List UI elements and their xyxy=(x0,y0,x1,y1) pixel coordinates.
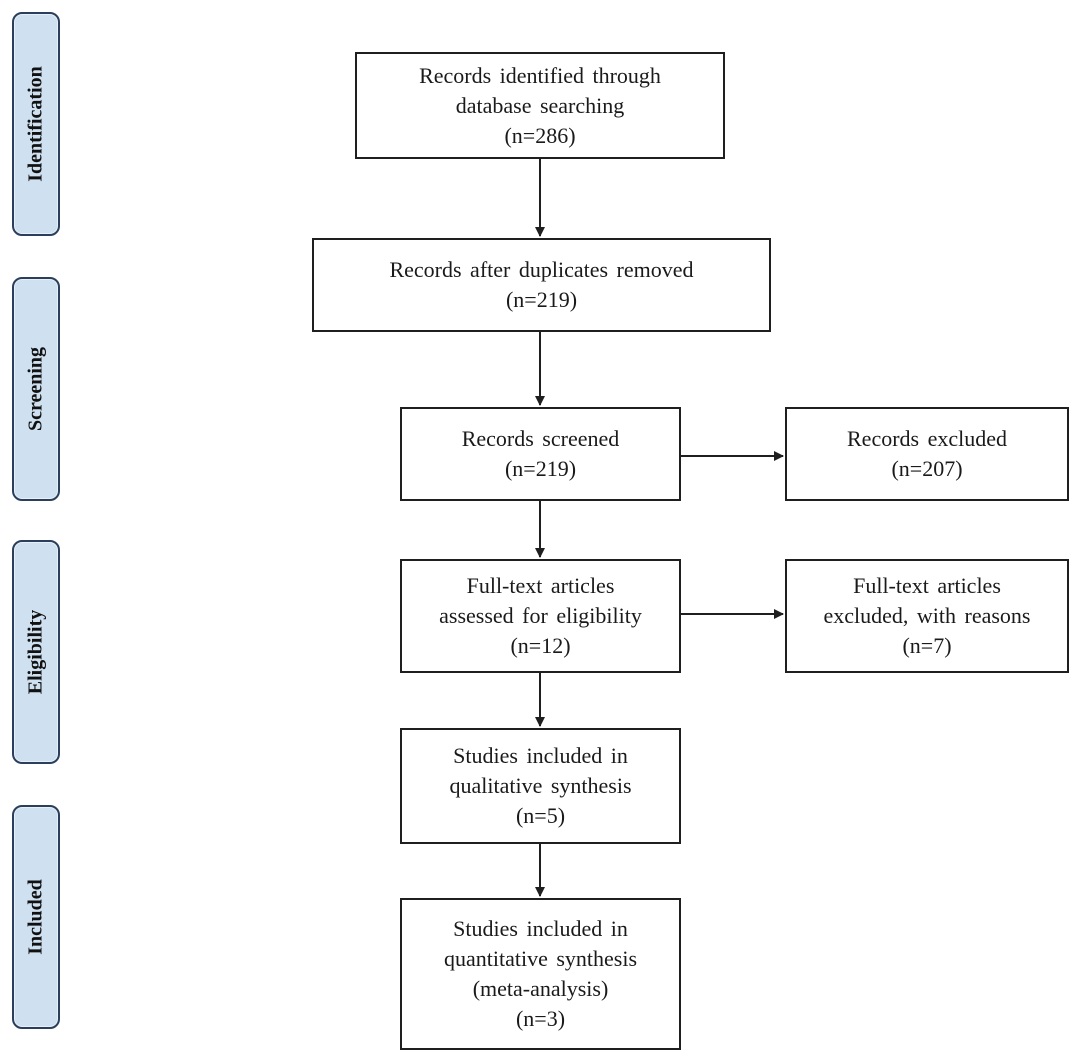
box-fulltext-assessed-line1: Full-text articles xyxy=(466,573,615,598)
box-records-screened-count: (n=219) xyxy=(504,456,577,481)
box-records-excluded: Records excluded (n=207) xyxy=(785,407,1069,501)
box-quantitative-synthesis-line3: (meta-analysis) xyxy=(472,976,609,1001)
phase-screening-label: Screening xyxy=(24,346,47,432)
phase-eligibility-label: Eligibility xyxy=(24,609,47,695)
box-records-identified: Records identified through database sear… xyxy=(355,52,725,159)
box-qualitative-synthesis-line2: qualitative synthesis xyxy=(449,773,632,798)
box-records-excluded-count: (n=207) xyxy=(891,456,963,481)
box-qualitative-synthesis: Studies included in qualitative synthesi… xyxy=(400,728,681,844)
phase-included: Included xyxy=(12,805,60,1029)
box-duplicates-removed-count: (n=219) xyxy=(505,287,578,312)
box-fulltext-excluded-line1: Full-text articles xyxy=(853,573,1001,598)
phase-identification-label: Identification xyxy=(24,66,47,182)
box-records-identified-line1: Records identified through xyxy=(419,62,661,88)
phase-included-label: Included xyxy=(24,879,47,955)
phase-eligibility: Eligibility xyxy=(12,540,60,764)
box-records-excluded-line1: Records excluded xyxy=(847,426,1007,451)
box-fulltext-assessed-line2: assessed for eligibility xyxy=(439,603,642,628)
box-quantitative-synthesis: Studies included in quantitative synthes… xyxy=(400,898,681,1050)
phase-identification: Identification xyxy=(12,12,60,236)
box-fulltext-assessed: Full-text articles assessed for eligibil… xyxy=(400,559,681,673)
box-fulltext-excluded: Full-text articles excluded, with reason… xyxy=(785,559,1069,673)
box-duplicates-removed: Records after duplicates removed (n=219) xyxy=(312,238,771,332)
box-records-screened: Records screened (n=219) xyxy=(400,407,681,501)
box-fulltext-excluded-count: (n=7) xyxy=(902,633,952,658)
box-records-identified-line2: database searching xyxy=(455,92,625,118)
box-qualitative-synthesis-line1: Studies included in xyxy=(453,743,628,768)
box-records-screened-line1: Records screened xyxy=(461,426,620,451)
box-records-identified-count: (n=286) xyxy=(504,122,576,148)
box-qualitative-synthesis-count: (n=5) xyxy=(515,803,566,828)
phase-screening: Screening xyxy=(12,277,60,501)
box-quantitative-synthesis-line2: quantitative synthesis xyxy=(443,946,638,971)
box-fulltext-assessed-count: (n=12) xyxy=(510,633,571,658)
box-quantitative-synthesis-line1: Studies included in xyxy=(453,916,628,941)
box-fulltext-excluded-line2: excluded, with reasons xyxy=(823,603,1031,628)
box-quantitative-synthesis-count: (n=3) xyxy=(515,1006,566,1031)
box-duplicates-removed-line1: Records after duplicates removed xyxy=(389,257,694,282)
